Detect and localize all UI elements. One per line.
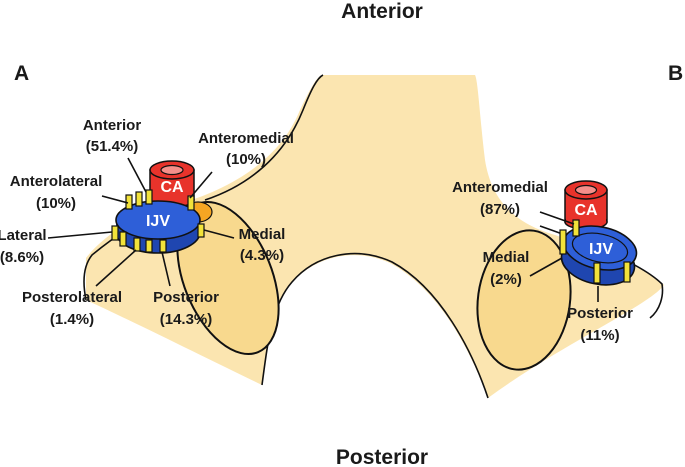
label-anterior-a: Anterior (51.4%)	[83, 117, 142, 155]
markers-a	[111, 189, 205, 253]
label-posterior-b: Posterior (11%)	[567, 305, 633, 344]
label-lateral-a: Lateral (8.6%)	[0, 227, 47, 266]
panel-label-b: B	[668, 62, 683, 85]
svg-text:Anteromedial: Anteromedial	[198, 130, 294, 147]
svg-text:Anterolateral: Anterolateral	[10, 173, 103, 190]
muscle-right	[476, 229, 572, 371]
svg-text:Posterior: Posterior	[567, 305, 633, 322]
svg-text:Medial: Medial	[239, 226, 286, 243]
svg-text:Lateral: Lateral	[0, 227, 47, 244]
tissue-outline-upper	[204, 74, 324, 201]
title-posterior: Posterior	[336, 446, 428, 467]
leader-anterolateral-a	[101, 195, 129, 204]
svg-text:(2%): (2%)	[490, 271, 522, 288]
markers-b	[559, 219, 631, 284]
leader-anterior-a	[127, 157, 147, 193]
svg-text:Medial: Medial	[483, 249, 530, 266]
label-medial-b: Medial (2%)	[483, 249, 530, 288]
leader-posterior-a	[161, 251, 171, 287]
leader-anteromedial-a	[189, 171, 213, 199]
leader-lateral-a	[47, 231, 113, 239]
svg-text:Posterior: Posterior	[153, 289, 219, 306]
svg-text:(11%): (11%)	[580, 327, 619, 344]
jugular-label-a: IJV	[146, 213, 170, 230]
label-medial-a: Medial (4.3%)	[239, 226, 286, 264]
jugular-label-b: IJV	[589, 241, 613, 258]
svg-text:(87%): (87%)	[480, 201, 520, 218]
leader-posterolateral-a	[95, 249, 137, 287]
carotid-label-b: CA	[574, 202, 598, 219]
leader-medial-b	[529, 257, 563, 277]
svg-text:Anterior: Anterior	[83, 117, 142, 134]
label-posterolateral-a: Posterolateral (1.4%)	[22, 289, 122, 328]
label-anteromedial-a: Anteromedial (10%)	[198, 130, 294, 168]
svg-text:Anteromedial: Anteromedial	[452, 179, 548, 196]
svg-text:(10%): (10%)	[226, 151, 266, 168]
svg-text:Posterolateral: Posterolateral	[22, 289, 122, 306]
label-anteromedial-b: Anteromedial (87%)	[452, 179, 548, 218]
svg-text:(4.3%): (4.3%)	[240, 247, 284, 264]
carotid-label-a: CA	[160, 179, 184, 196]
svg-text:(1.4%): (1.4%)	[50, 311, 94, 328]
title-anterior: Anterior	[341, 0, 423, 23]
svg-text:(8.6%): (8.6%)	[0, 249, 44, 266]
svg-text:(51.4%): (51.4%)	[86, 138, 139, 155]
panel-label-a: A	[14, 62, 29, 85]
leader-anteromedial-b	[539, 211, 575, 225]
leader-medial-a	[203, 229, 235, 239]
label-anterolateral-a: Anterolateral (10%)	[10, 173, 103, 212]
carotid-artery-b: CA	[564, 180, 608, 230]
svg-text:(10%): (10%)	[36, 195, 76, 212]
carotid-artery-a: CA	[149, 160, 195, 208]
svg-text:(14.3%): (14.3%)	[160, 311, 213, 328]
label-posterior-a: Posterior (14.3%)	[153, 289, 219, 328]
